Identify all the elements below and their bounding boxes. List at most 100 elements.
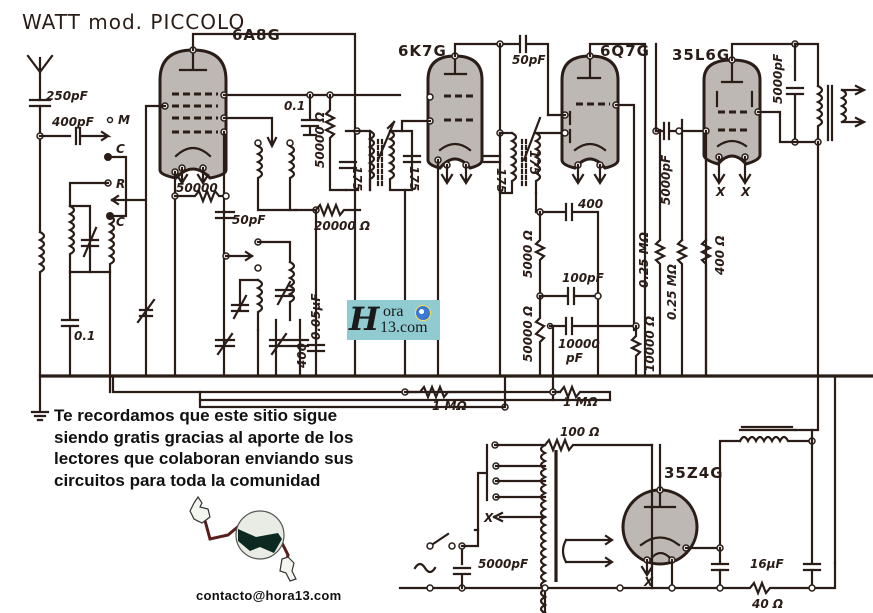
wire <box>716 139 748 148</box>
component-label: X <box>740 185 751 199</box>
component-label: 400 <box>577 197 603 211</box>
junction-node <box>222 192 230 200</box>
component-label: 0.1 <box>74 329 95 343</box>
wire <box>255 278 264 332</box>
tube-6a8g <box>158 46 228 180</box>
wire <box>793 42 820 88</box>
wire <box>68 214 116 274</box>
component-label: 400 <box>295 343 309 369</box>
wire <box>444 94 474 122</box>
wire <box>37 230 46 378</box>
wire <box>653 128 667 378</box>
wire <box>738 425 797 432</box>
component-label: C <box>116 142 125 156</box>
wire <box>400 119 432 133</box>
component-label: 5000pF <box>771 53 785 104</box>
wire <box>492 511 547 523</box>
wire <box>294 202 362 218</box>
wire <box>473 443 489 532</box>
wire <box>175 166 210 186</box>
wire <box>68 181 110 208</box>
wire <box>191 32 357 378</box>
wire <box>650 561 837 596</box>
tube-6k7g <box>426 52 484 170</box>
component-label: 1 MΩ <box>563 395 598 409</box>
junction-node <box>668 584 676 592</box>
component-label: 400pF <box>51 115 95 129</box>
wire <box>106 155 128 218</box>
ground-symbol <box>30 410 50 422</box>
component-label: X <box>643 575 654 589</box>
wire <box>534 191 600 378</box>
wire <box>198 374 837 565</box>
component-label: R <box>116 177 125 191</box>
wire <box>675 118 689 378</box>
component-label: 100 Ω <box>560 425 599 439</box>
wire <box>376 138 384 187</box>
wire <box>684 439 742 550</box>
component-label: 0.05µF <box>309 293 323 340</box>
tube-6q7g <box>560 52 620 170</box>
contact-email[interactable]: contacto@hora13.com <box>196 588 342 603</box>
component-label: 5000 Ω <box>521 230 535 278</box>
wire <box>718 110 750 132</box>
wire <box>255 144 298 212</box>
wire <box>214 332 236 356</box>
component-label: 0.25 MΩ <box>637 232 651 288</box>
junction-node <box>106 116 114 124</box>
tube-35l6g <box>702 56 762 166</box>
component-label: C <box>116 215 125 229</box>
wire <box>494 464 547 499</box>
wire <box>402 154 422 164</box>
tube-35z4g <box>621 486 699 566</box>
wire <box>431 528 480 548</box>
wire <box>629 324 643 378</box>
component-label: 40 Ω <box>751 597 783 611</box>
wire <box>640 443 674 590</box>
wire <box>403 384 502 400</box>
wire <box>80 226 100 258</box>
globe-icon <box>415 305 431 321</box>
wire <box>287 144 296 212</box>
wire <box>710 546 730 572</box>
wire <box>387 129 414 192</box>
wire <box>520 138 528 190</box>
junction-node <box>426 584 434 592</box>
wire <box>172 92 218 134</box>
component-label: 175 <box>527 150 541 175</box>
wire <box>453 34 550 117</box>
component-label: 50pF <box>512 53 546 67</box>
component-label: X <box>483 511 494 525</box>
wire <box>376 120 396 162</box>
wire <box>571 163 607 186</box>
wire <box>67 204 76 274</box>
wire <box>738 435 814 444</box>
hora13-logo[interactable]: H ora 13.com <box>347 300 440 340</box>
schematic-title: WATT mod. PICCOLO <box>22 10 246 34</box>
component-label: X <box>715 185 726 199</box>
component-label: 10000 Ω <box>643 316 657 372</box>
junction-node <box>594 292 602 300</box>
wire <box>214 210 236 220</box>
wire <box>256 318 302 378</box>
wire <box>712 155 752 186</box>
component-label: 175 <box>494 168 508 193</box>
wire <box>588 42 647 378</box>
junction-node <box>426 542 434 550</box>
component-label: 50000 <box>176 181 218 195</box>
wire <box>238 278 260 312</box>
wire <box>440 163 473 186</box>
wire <box>498 131 518 195</box>
component-label: 50000 Ω <box>521 306 535 362</box>
wire <box>533 210 547 298</box>
wire <box>482 154 502 164</box>
junction-node <box>426 93 434 101</box>
component-label: 50pF <box>232 213 266 227</box>
wire <box>548 316 638 336</box>
component-label: 100pF <box>562 271 605 285</box>
wire <box>534 294 546 378</box>
wire <box>551 384 612 402</box>
wire <box>522 116 542 162</box>
wire <box>26 54 54 102</box>
